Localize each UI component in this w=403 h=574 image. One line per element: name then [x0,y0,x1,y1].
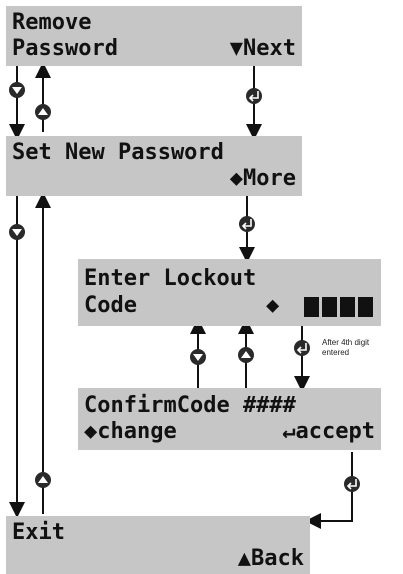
code-entry-block [358,297,373,317]
note-line1: After 4th digit [322,338,370,347]
screen-line1: Exit [12,520,65,545]
screen-line1: ConfirmCode #### [84,393,296,418]
lcd-screen-set-new-password: Set New Password ◆More [6,136,302,196]
screen-line1: Remove [12,10,92,35]
down-key-icon [190,349,206,365]
screen-line2-mid: ◆ [266,293,280,318]
lcd-screen-remove-password: Remove Password ▼Next [6,6,302,66]
up-key-icon [35,472,51,488]
code-entry-block [340,297,355,317]
annotation-after-4th-digit: After 4th digit entered [322,338,369,358]
arrow-confirm-to-exit [305,452,353,529]
screen-line2-right: ▼Next [229,36,296,61]
up-key-icon [238,347,254,363]
code-entry-blocks [304,297,373,317]
lcd-screen-exit: Exit ▲Back [6,516,310,574]
up-key-icon [35,104,51,120]
enter-key-icon [239,216,255,232]
enter-key-icon [246,88,262,104]
screen-line2-right: ▲Back [237,546,304,571]
screen-line1: Set New Password [12,140,224,165]
screen-line2-right: ↵accept [282,419,375,444]
lcd-screen-confirm-code: ConfirmCode #### ◆change ↵accept [78,388,381,450]
enter-key-icon [344,476,360,492]
code-entry-block [322,297,337,317]
screen-line2-right: ◆More [229,166,296,191]
note-line2: entered [322,348,350,357]
screen-line2-left: Password [12,36,118,61]
enter-key-icon [294,340,310,356]
lcd-screen-enter-lockout-code: Enter Lockout Code ◆ [78,259,381,326]
screen-line1: Enter Lockout [84,266,257,291]
code-entry-block [304,297,319,317]
screen-line2-left: Code [84,293,137,318]
down-key-icon [9,224,25,240]
down-key-icon [9,82,25,98]
screen-line2-left: ◆change [84,419,177,444]
